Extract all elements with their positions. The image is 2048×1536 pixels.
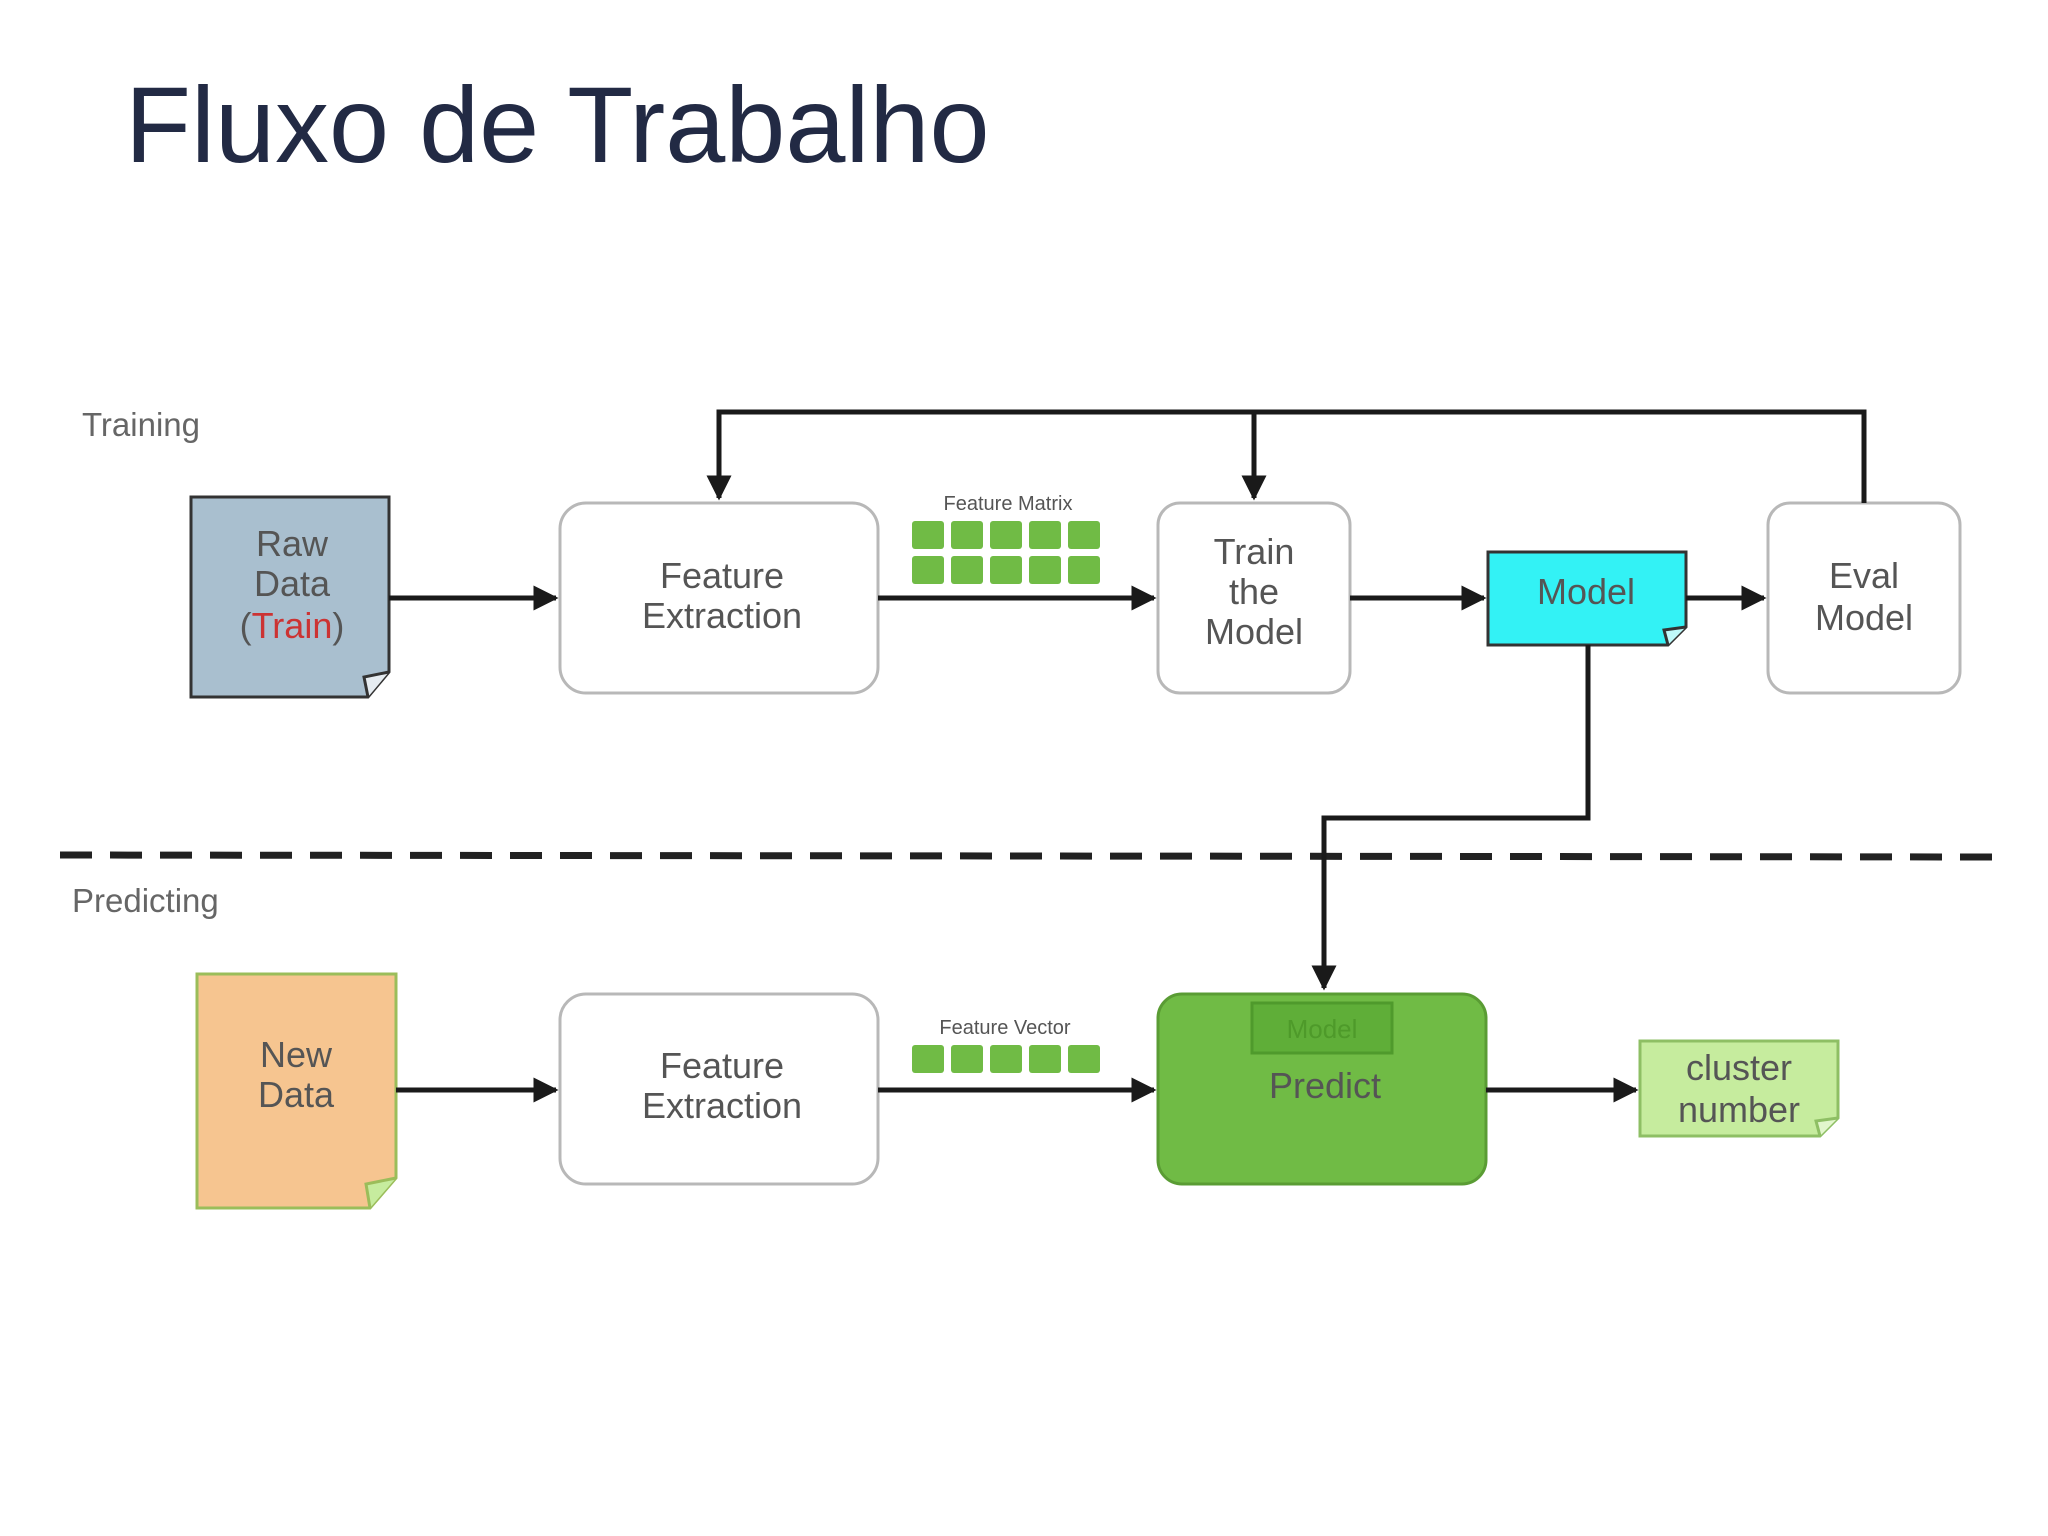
predict-model-tag: [1250, 1001, 1394, 1055]
feature-matrix-cell: [990, 521, 1022, 549]
eval-model-line1: Eval: [1829, 555, 1899, 596]
cluster-number-fold: [1814, 1116, 1839, 1137]
feature-matrix-cell: [951, 521, 983, 549]
feature-matrix-cell: [990, 556, 1022, 584]
feature-matrix-cell: [1029, 556, 1061, 584]
predict-model-tag-label: Model: [1287, 1014, 1358, 1044]
feature-extraction-predicting-line2: Extraction: [642, 1085, 802, 1126]
train-model-line3: Model: [1205, 611, 1303, 652]
raw-data-label-line2: Data: [254, 563, 331, 604]
predicting-section-label: Predicting: [72, 882, 219, 919]
slide-title: Fluxo de Trabalho: [125, 64, 990, 185]
predict-label: Predict: [1269, 1065, 1381, 1106]
raw-data-label-line3: (Train): [240, 605, 345, 646]
feature-matrix-cell: [1029, 521, 1061, 549]
feature-extraction-training-line2: Extraction: [642, 595, 802, 636]
predict-box: Model Predict: [1156, 992, 1488, 1186]
train-model-line2: the: [1229, 571, 1279, 612]
raw-data-fold: [362, 670, 390, 698]
feature-matrix: [912, 521, 1100, 584]
feedback-loop-to-extraction: [706, 409, 1867, 503]
model-label: Model: [1537, 571, 1635, 612]
feature-matrix-cell: [1068, 556, 1100, 584]
arrow-model-to-predict: [1311, 645, 1591, 991]
raw-data-label-line1: Raw: [256, 523, 329, 564]
feature-matrix-cell: [1068, 521, 1100, 549]
feature-matrix-cell: [912, 521, 944, 549]
feature-vector-cell: [951, 1045, 983, 1073]
feature-extraction-predicting-line1: Feature: [660, 1045, 784, 1086]
train-model-box: Train the Model: [1156, 501, 1352, 695]
feature-matrix-cell: [951, 556, 983, 584]
train-word: Train: [252, 605, 333, 646]
new-data-fold: [364, 1176, 397, 1209]
feature-matrix-cell: [912, 556, 944, 584]
feature-vector-cell: [990, 1045, 1022, 1073]
section-divider: [59, 851, 2001, 861]
cluster-number-line2: number: [1678, 1089, 1800, 1130]
raw-data-document: Raw Data (Train): [189, 495, 391, 699]
training-section-label: Training: [82, 406, 200, 443]
model-document: Model: [1486, 550, 1688, 647]
feature-vector: [912, 1045, 1100, 1073]
cluster-number-line1: cluster: [1686, 1047, 1792, 1088]
new-data-label-line1: New: [260, 1034, 333, 1075]
model-fold: [1662, 625, 1687, 646]
feature-extraction-training-line1: Feature: [660, 555, 784, 596]
eval-model-line2: Model: [1815, 597, 1913, 638]
feature-vector-cell: [1029, 1045, 1061, 1073]
feature-extraction-box-training: Feature Extraction: [558, 501, 880, 695]
feature-vector-label: Feature Vector: [939, 1017, 1071, 1039]
feature-vector-cell: [912, 1045, 944, 1073]
feature-vector-cell: [1068, 1045, 1100, 1073]
feature-matrix-label: Feature Matrix: [944, 493, 1073, 515]
train-model-line1: Train: [1214, 531, 1295, 572]
feature-extraction-box-predicting: Feature Extraction: [558, 992, 880, 1186]
new-data-label-line2: Data: [258, 1074, 335, 1115]
new-data-document: New Data: [195, 972, 398, 1210]
cluster-number-document: cluster number: [1638, 1039, 1840, 1138]
eval-model-box: Eval Model: [1766, 501, 1962, 695]
